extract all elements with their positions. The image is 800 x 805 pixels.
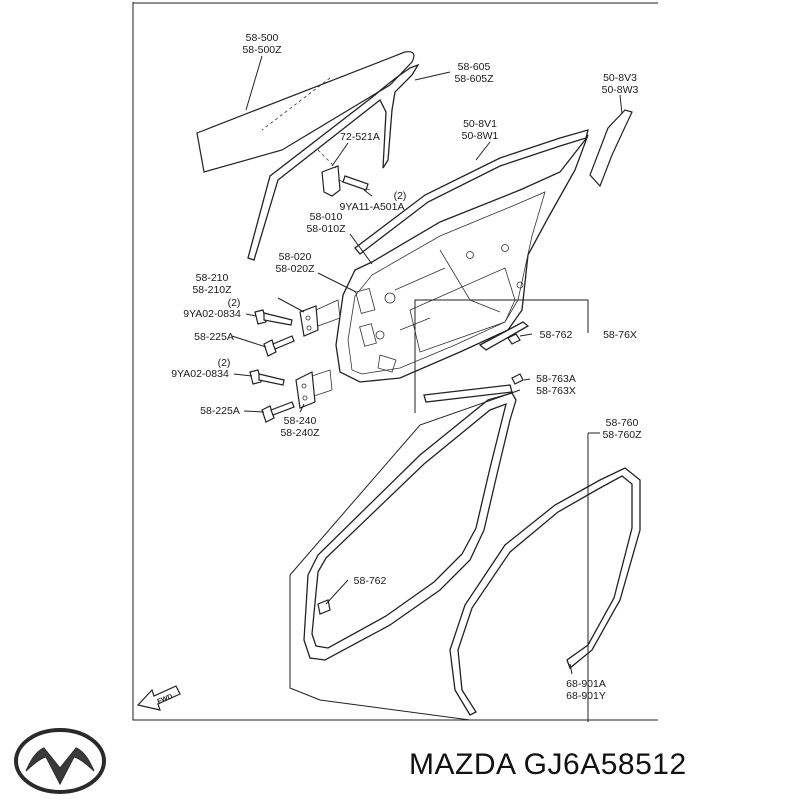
- leader-holder-bolt: [363, 189, 373, 197]
- leader-upper-bolt: [245, 313, 257, 317]
- door-inner-panel: [335, 134, 589, 383]
- lower-hinge-screw: [261, 401, 295, 423]
- body-opening-seal: [449, 467, 641, 716]
- label-lower-hinge-1: 58-240: [284, 415, 317, 427]
- label-clip-lower: 58-762: [354, 575, 387, 587]
- outline-body: [289, 389, 521, 576]
- leader-channel: [414, 71, 451, 81]
- label-clip-set-2: 58-763X: [536, 385, 576, 397]
- door-glass: [196, 51, 415, 173]
- leader-garnish: [619, 94, 623, 115]
- label-channel-2: 58-605Z: [454, 73, 494, 85]
- door-weatherstrip: [303, 392, 517, 661]
- belt-molding: [354, 129, 589, 255]
- outer-weatherstrip: [478, 321, 530, 351]
- leader-glass: [245, 55, 263, 111]
- rear-garnish: [589, 109, 633, 188]
- leader-molding: [475, 141, 491, 161]
- leader-lower-screw: [243, 410, 265, 413]
- label-glass-2: 58-500Z: [242, 44, 282, 56]
- part-number-text: MAZDA GJ6A58512: [409, 748, 687, 781]
- label-lower-bolt: 9YA02-0834: [171, 368, 229, 380]
- outline-body-lower: [289, 575, 471, 721]
- label-holder: 72-521A: [340, 131, 380, 143]
- label-seal-2: 68-901Y: [566, 690, 606, 702]
- label-weatherstrip-main-1: 58-760: [606, 417, 639, 429]
- leader-lower-hinge: [299, 403, 305, 413]
- label-door-1: 58-010: [310, 211, 343, 223]
- lower-hinge: [295, 369, 333, 409]
- label-seal-1: 68-901A: [566, 678, 606, 690]
- label-molding-2: 50-8W1: [462, 130, 499, 142]
- label-upper-hinge-1: 58-210: [196, 272, 229, 284]
- label-upper-bolt: 9YA02-0834: [183, 308, 241, 320]
- lower-hinge-bolt: [249, 369, 285, 386]
- label-upper-screw: 58-225A: [194, 331, 234, 343]
- leader-holder: [331, 142, 349, 167]
- label-holder-bolt-qty: (2): [394, 190, 407, 202]
- label-clip-set-1: 58-763A: [536, 373, 576, 385]
- leader-clip-lower: [325, 579, 349, 605]
- leader-upper-hinge: [277, 297, 305, 313]
- window-holder: [317, 149, 371, 197]
- label-channel-1: 58-605: [458, 61, 491, 73]
- lower-molding-strip: [423, 373, 524, 403]
- upper-hinge: [299, 299, 341, 337]
- leader-seal: [569, 663, 573, 675]
- frame-left-bottom: [132, 2, 658, 721]
- fwd-arrow-icon: [136, 685, 181, 711]
- label-lower-screw: 58-225A: [200, 405, 240, 417]
- label-regulator-2: 58-020Z: [275, 263, 315, 275]
- label-clip-upper: 58-762: [540, 329, 573, 341]
- label-weatherstrip-outer: 58-76X: [603, 329, 637, 341]
- label-regulator-1: 58-020: [279, 251, 312, 263]
- label-garnish-2: 50-8W3: [602, 84, 639, 96]
- label-upper-hinge-2: 58-210Z: [192, 284, 232, 296]
- glass-run-channel: [247, 63, 420, 261]
- label-door-2: 58-010Z: [306, 223, 346, 235]
- bracket-58-76X: [414, 299, 589, 413]
- label-lower-hinge-2: 58-240Z: [280, 427, 320, 439]
- upper-hinge-bolt: [254, 309, 293, 326]
- leader-upper-screw: [231, 335, 267, 348]
- label-garnish-1: 50-8V3: [603, 72, 637, 84]
- mazda-logo-icon: [14, 728, 106, 794]
- label-glass-1: 58-500: [246, 32, 279, 44]
- leader-clip-upper: [519, 333, 533, 337]
- upper-hinge-screw: [263, 335, 295, 357]
- leader-door: [349, 233, 373, 265]
- label-holder-bolt: 9YA11-A501A: [340, 201, 405, 213]
- leader-regulator: [317, 272, 357, 293]
- label-weatherstrip-main-2: 58-760Z: [602, 429, 642, 441]
- label-lower-bolt-qty: (2): [218, 357, 231, 369]
- label-upper-bolt-qty: (2): [228, 297, 241, 309]
- leader-lower-bolt: [233, 373, 253, 377]
- label-molding-1: 50-8V1: [463, 118, 497, 130]
- leader-clip-set: [523, 378, 531, 381]
